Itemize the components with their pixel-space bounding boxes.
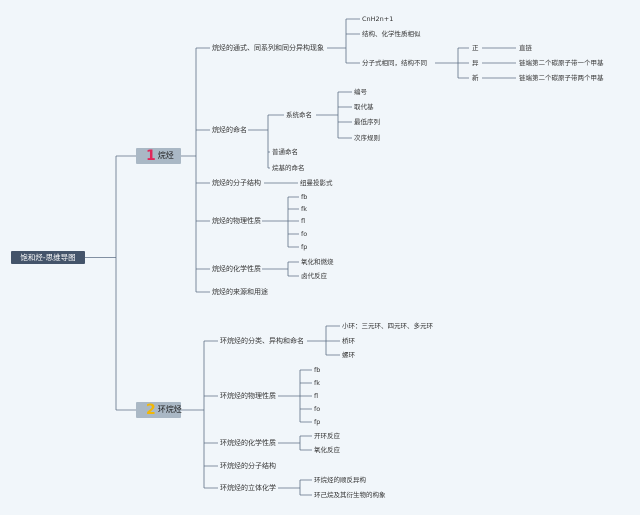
sys-item-substituent: 取代基: [354, 103, 374, 111]
phys-item-4: fo: [301, 230, 308, 238]
cyclo-item-spiro: 螺环: [342, 351, 355, 359]
node-isomer-def: 分子式相同，结构不同: [362, 59, 427, 67]
node-structure: 烷烃的分子结构: [212, 179, 261, 187]
phys-item-1: fb: [301, 193, 308, 201]
node-radical-naming: 烷基的命名: [272, 164, 305, 172]
cyclo-item-bridged: 桥环: [342, 337, 355, 345]
cyclo-chem-oxidation: 氧化反应: [314, 446, 340, 454]
iso-n: 正: [472, 44, 479, 52]
node-cyclo-structure: 环烷烃的分子结构: [220, 462, 276, 470]
node-chemical: 烷烃的化学性质: [212, 265, 261, 273]
sys-item-numbering: 编号: [354, 88, 367, 96]
cyclo-phys-item-3: fl: [314, 392, 319, 400]
cyclo-phys-item-4: fo: [314, 405, 321, 413]
sys-item-lowest: 最低序列: [354, 118, 380, 126]
sys-item-priority: 次序规则: [354, 134, 380, 142]
node-systematic: 系统命名: [286, 111, 312, 119]
node-similar: 结构、化学性质相似: [362, 30, 421, 38]
node-formula: CnH2n+1: [362, 15, 394, 23]
iso-neo-desc: 链端第二个碳原子带两个甲基: [519, 74, 604, 82]
phys-item-3: fl: [301, 217, 306, 225]
branch-alkane-number: 1: [146, 148, 156, 164]
node-cyclo-classification: 环烷烃的分类、异构和命名: [220, 337, 304, 345]
cyclo-stereo-cis-trans: 环烷烃的顺反异构: [314, 476, 366, 484]
iso-n-desc: 直链: [519, 44, 532, 52]
phys-item-2: fk: [301, 205, 308, 213]
node-cyclo-stereo: 环烷烃的立体化学: [220, 484, 276, 492]
node-cyclo-chemical: 环烷烃的化学性质: [220, 439, 276, 447]
iso-iso-desc: 链端第二个碳原子带一个甲基: [519, 59, 604, 67]
node-common-naming: 普通命名: [272, 148, 298, 156]
cyclo-item-small-ring: 小环：三元环、四元环、多元环: [342, 322, 433, 330]
node-source-use: 烷烃的来源和用途: [212, 288, 268, 296]
node-general-formula: 烷烃的通式、同系列和同分异构现象: [212, 44, 324, 52]
cyclo-stereo-conformation: 环己烷及其衍生物的构象: [314, 491, 386, 499]
node-newman: 纽曼投影式: [300, 179, 333, 187]
phys-item-5: fp: [301, 243, 308, 251]
branch-alkane-label: 烷烃: [157, 151, 174, 160]
node-cyclo-physical: 环烷烃的物理性质: [220, 392, 276, 400]
root-node: 饱和烃-思维导图: [11, 251, 85, 264]
iso-neo: 新: [472, 74, 479, 82]
iso-iso: 异: [472, 59, 479, 67]
node-naming: 烷烃的命名: [212, 126, 247, 134]
cyclo-phys-item-2: fk: [314, 379, 321, 387]
branch-cycloalkane-number: 2: [146, 402, 156, 418]
branch-cycloalkane-label: 环烷烃: [157, 405, 182, 414]
chem-item-oxidation: 氧化和燃烧: [301, 258, 334, 266]
node-physical: 烷烃的物理性质: [212, 217, 261, 225]
cyclo-phys-item-5: fp: [314, 418, 321, 426]
cyclo-chem-ring-opening: 开环反应: [314, 432, 340, 440]
cyclo-phys-item-1: fb: [314, 366, 321, 374]
chem-item-halogenation: 卤代反应: [301, 272, 327, 280]
